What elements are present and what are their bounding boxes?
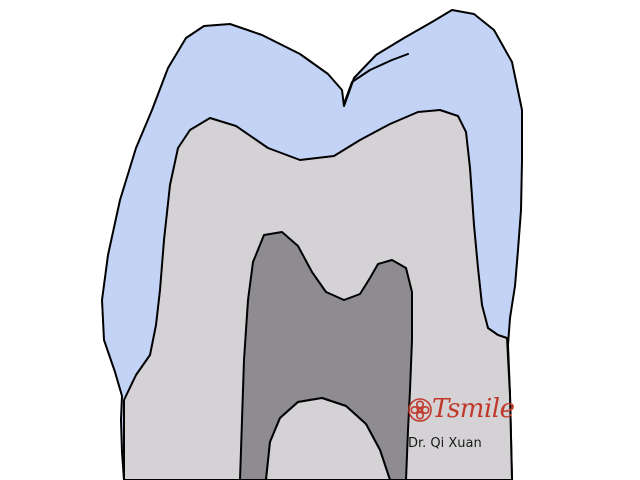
brand-name: Tsmile <box>432 394 515 424</box>
brand-logo: Tsmile <box>404 392 516 432</box>
enamel-fissure-line <box>343 53 409 105</box>
flower-logo-icon <box>408 398 432 422</box>
author-credit: Dr. Qi Xuan <box>408 436 482 451</box>
watermark: Tsmile Dr. Qi Xuan <box>404 392 516 460</box>
dentin-arch <box>265 397 391 480</box>
